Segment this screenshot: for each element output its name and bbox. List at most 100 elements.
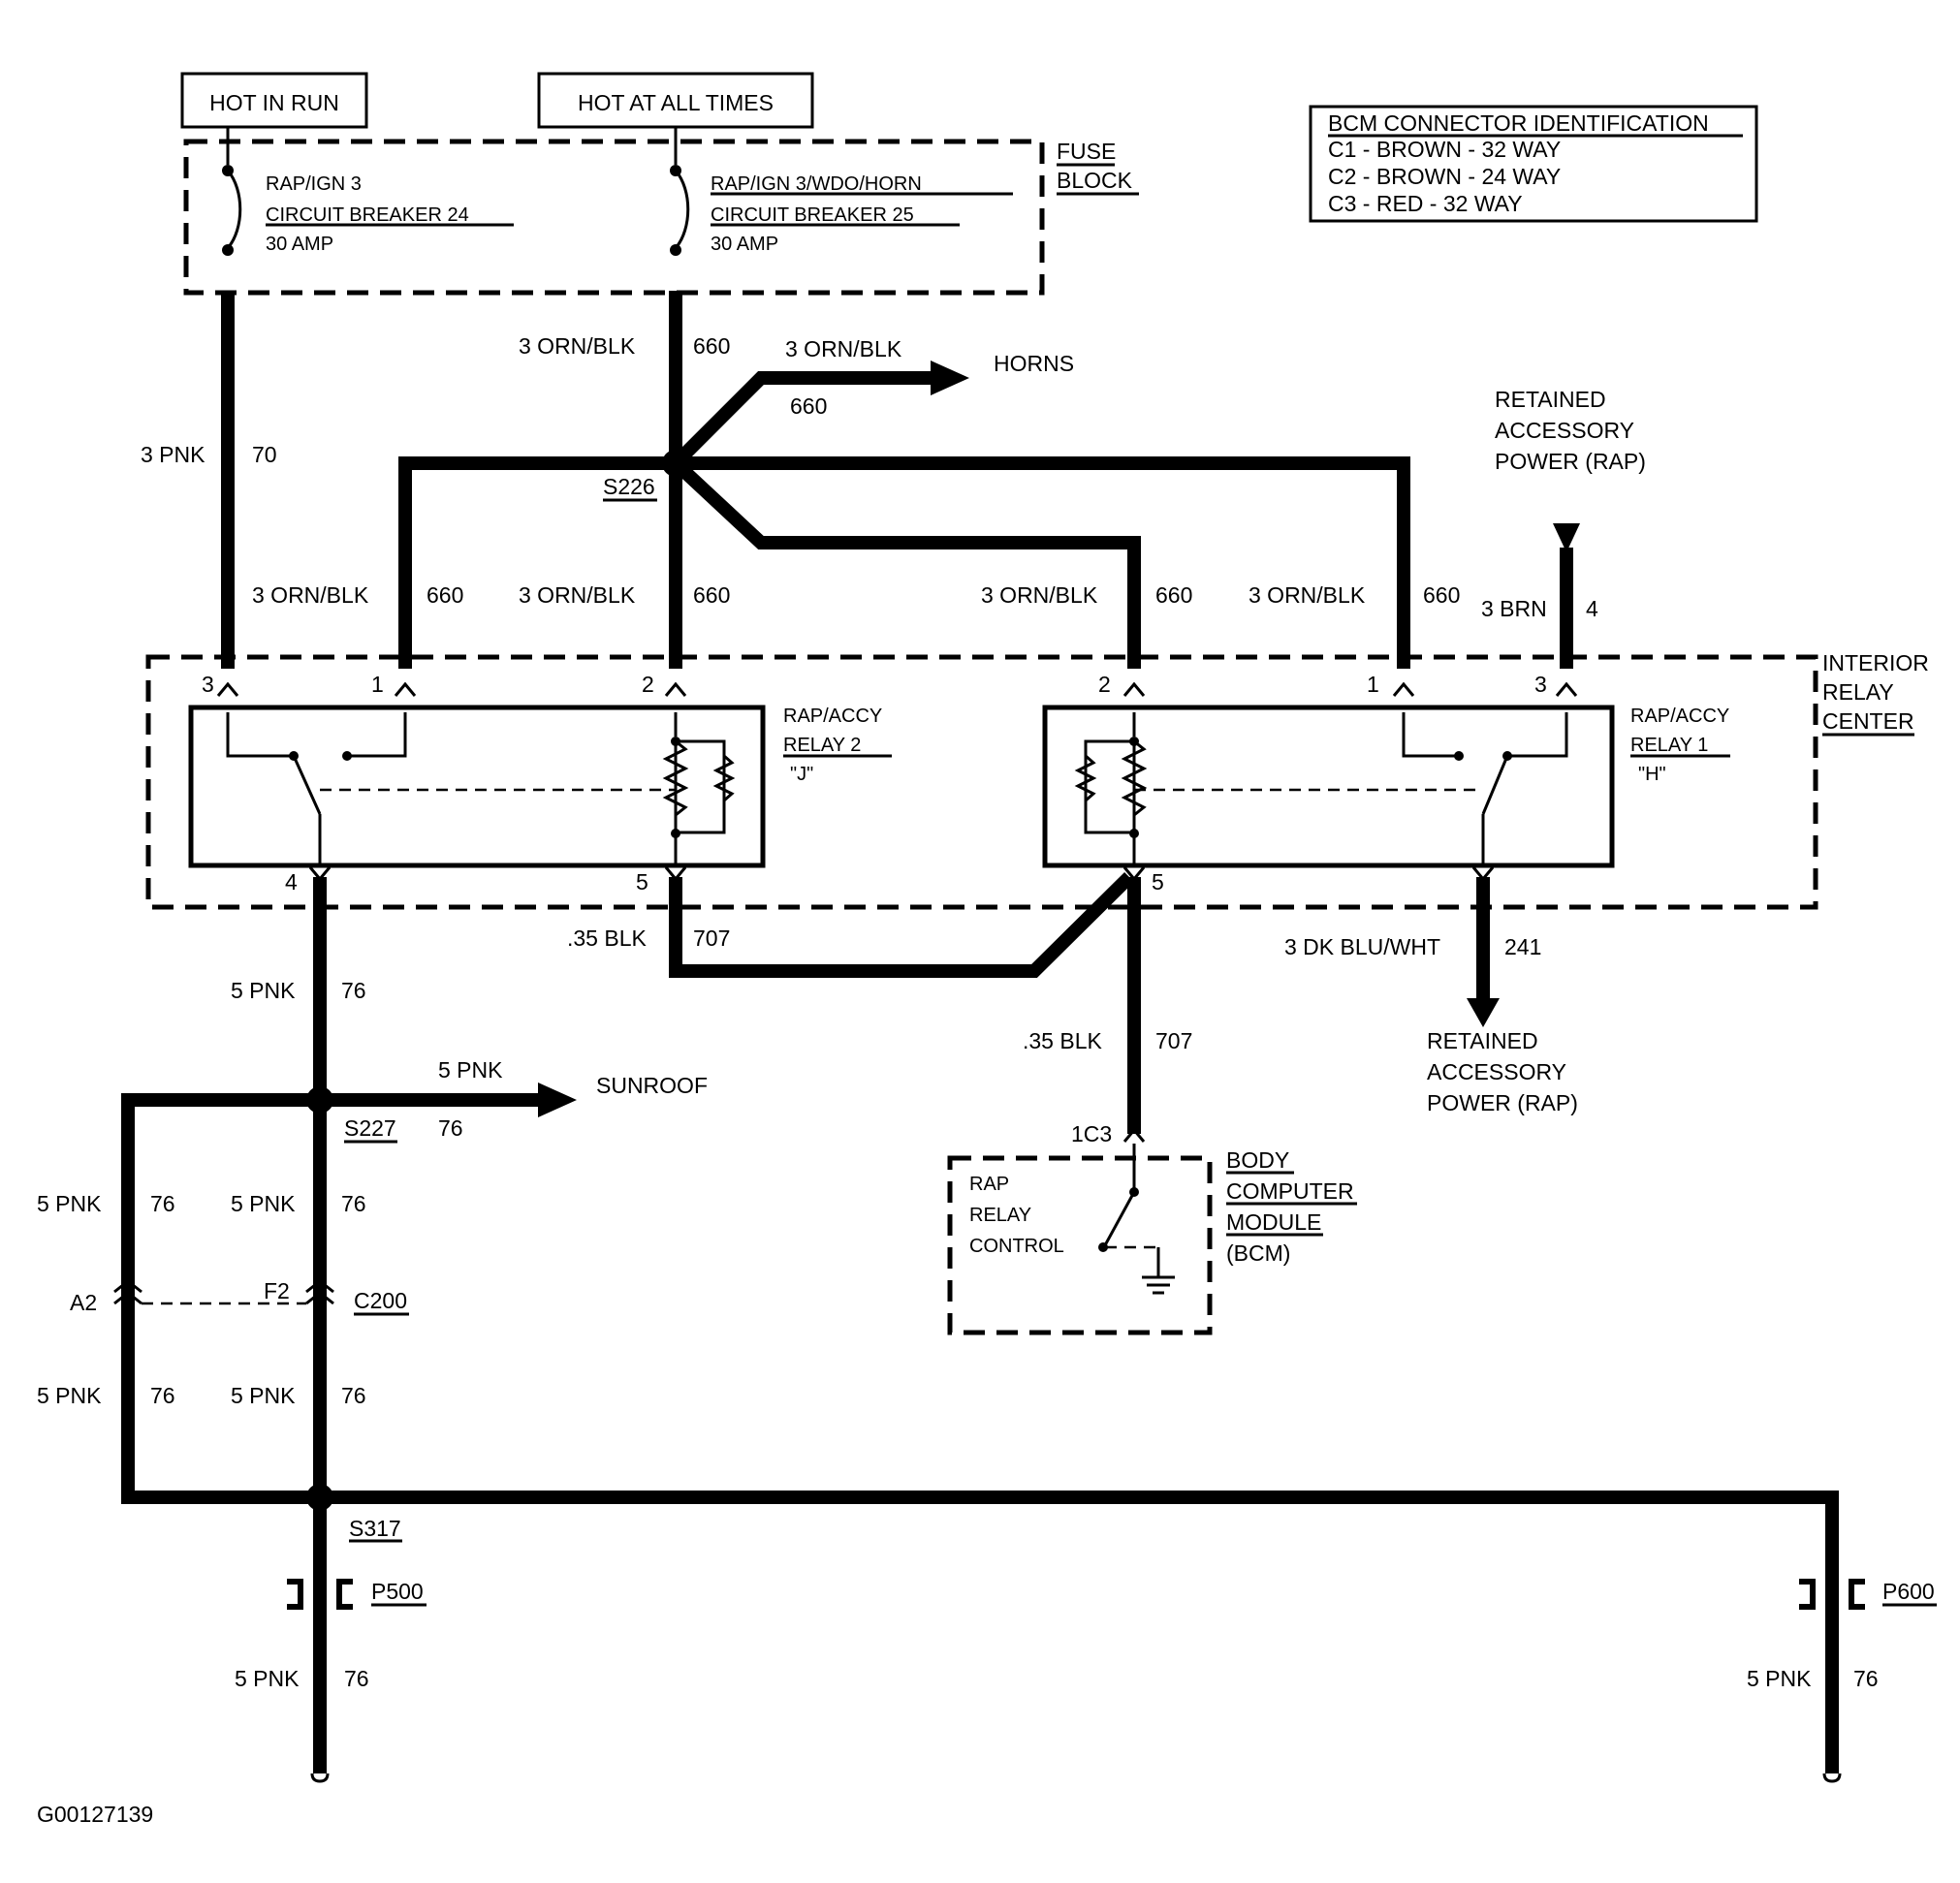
wire-76-top-number: 76 <box>341 978 366 1003</box>
connector-f2: F2 <box>264 1278 290 1303</box>
circuit-breaker-24-icon <box>222 127 242 256</box>
wire-76-left-top-number: 76 <box>150 1191 175 1216</box>
wire-660-r1p2-color: 3 ORN/BLK <box>981 582 1098 608</box>
relay1-box <box>1042 705 1615 868</box>
wire-76-p600-number: 76 <box>1853 1666 1879 1691</box>
bcm-label-3: MODULE <box>1226 1209 1321 1235</box>
relay2-line3: "J" <box>790 764 813 785</box>
wire-76-right-run <box>320 1491 1839 1773</box>
wire-660-trunk-color: 3 ORN/BLK <box>519 333 636 359</box>
wire-76-left-bottom-color: 5 PNK <box>37 1383 102 1408</box>
arrow-rap-output-icon <box>1467 998 1500 1027</box>
wire-660-relay2-pin1 <box>398 456 676 669</box>
wire-76-left-top-color: 5 PNK <box>37 1191 102 1216</box>
connector-p600: P600 <box>1882 1579 1935 1604</box>
rap-output-line2: ACCESSORY <box>1427 1059 1566 1084</box>
relay2-line2: RELAY 2 <box>783 735 861 756</box>
bcm-label-1: BODY <box>1226 1147 1289 1173</box>
relay1-pin3: 3 <box>1534 672 1547 697</box>
wire-707-link <box>669 872 1134 978</box>
cb25-line2: CIRCUIT BREAKER 25 <box>711 204 914 226</box>
circuit-breaker-25-icon <box>670 127 690 256</box>
hot-in-run-label: HOT IN RUN <box>209 90 339 115</box>
bcm-connector-id-box <box>1309 105 1758 223</box>
relay2-switch-icon <box>226 712 676 867</box>
wire-76-p600-color: 5 PNK <box>1747 1666 1812 1691</box>
wire-660-horns <box>671 371 935 468</box>
bcm-inner-1: RAP <box>969 1174 1009 1195</box>
bcm-pin-chevron <box>1122 1127 1146 1143</box>
rap-input-arrow-icon <box>1553 523 1580 552</box>
relay-pin-chevrons <box>216 681 1578 882</box>
wire-660-r2p1-number: 660 <box>427 582 463 608</box>
wire-70-number: 70 <box>252 442 277 467</box>
bcm-connector-id-c3: C3 - RED - 32 WAY <box>1328 191 1523 216</box>
wire-76-mid-top-color: 5 PNK <box>231 1191 296 1216</box>
connector-a2: A2 <box>70 1290 97 1315</box>
relay2-line1: RAP/ACCY <box>783 706 882 727</box>
relay2-pin4: 4 <box>285 869 298 894</box>
wire-707-bcm-number: 707 <box>1155 1028 1192 1053</box>
wire-76-mid-bottom-color: 5 PNK <box>231 1383 296 1408</box>
rap-input-line2: ACCESSORY <box>1495 418 1634 443</box>
fuse-block-label-1: FUSE <box>1057 139 1116 164</box>
relay1-line3: "H" <box>1638 764 1666 785</box>
p600-connector-icon <box>1799 1579 1865 1610</box>
wire-end-right-icon <box>1822 1773 1842 1783</box>
splice-s226-label: S226 <box>603 474 655 499</box>
bcm-inner-2: RELAY <box>969 1205 1031 1226</box>
relay2-box <box>188 705 766 868</box>
relay1-line2: RELAY 1 <box>1630 735 1708 756</box>
hot-in-run-box <box>180 72 368 129</box>
bcm-connector-id-c2: C2 - BROWN - 24 WAY <box>1328 164 1561 189</box>
figure-id: G00127139 <box>37 1802 153 1827</box>
wire-707-link-number: 707 <box>693 926 730 951</box>
wire-4-number: 4 <box>1586 596 1598 621</box>
relay1-pin2: 2 <box>1098 672 1111 697</box>
destination-horns: HORNS <box>994 351 1074 376</box>
connector-c200: C200 <box>354 1288 407 1313</box>
fuse-block-label-2: BLOCK <box>1057 168 1133 193</box>
wire-660-r2p1-color: 3 ORN/BLK <box>252 582 369 608</box>
bcm-pin-1c3: 1C3 <box>1071 1121 1112 1146</box>
wire-241-number: 241 <box>1504 934 1541 959</box>
wire-660-r1p1-number: 660 <box>1423 582 1460 608</box>
cb24-line2: CIRCUIT BREAKER 24 <box>266 204 469 226</box>
bcm-connector-id-c1: C1 - BROWN - 32 WAY <box>1328 137 1561 162</box>
interior-relay-center-outline <box>145 654 1818 910</box>
relay-center-label-3: CENTER <box>1822 708 1914 734</box>
splice-s317-label: S317 <box>349 1516 401 1541</box>
bcm-outline <box>947 1155 1213 1335</box>
wire-76-mid-top-number: 76 <box>341 1191 366 1216</box>
wire-76-top-color: 5 PNK <box>231 978 296 1003</box>
bcm-inner-3: CONTROL <box>969 1236 1064 1257</box>
relay2-pin2: 2 <box>642 672 654 697</box>
wire-76-left-loop <box>121 1093 320 1504</box>
wire-707-link-color: .35 BLK <box>567 926 647 951</box>
wire-660-relay1-pin2 <box>671 457 1141 669</box>
connector-p500: P500 <box>371 1579 424 1604</box>
bcm-connector-id-title: BCM CONNECTOR IDENTIFICATION <box>1328 110 1709 136</box>
rap-input-line3: POWER (RAP) <box>1495 449 1646 474</box>
bcm-switch-ground-icon <box>1098 1144 1175 1295</box>
wire-horns-number: 660 <box>790 393 827 419</box>
wire-76-p500-number: 76 <box>344 1666 369 1691</box>
destination-sunroof: SUNROOF <box>596 1073 708 1098</box>
relay2-pin5: 5 <box>636 869 648 894</box>
wire-end-left-icon <box>310 1773 330 1783</box>
wire-sunroof-color: 5 PNK <box>438 1057 503 1083</box>
wire-70-color: 3 PNK <box>141 442 205 467</box>
arrow-horns-icon <box>931 361 969 395</box>
rap-input-line1: RETAINED <box>1495 387 1606 412</box>
splice-s227-label: S227 <box>344 1115 396 1141</box>
rap-output-line1: RETAINED <box>1427 1028 1538 1053</box>
relay1-pin5: 5 <box>1152 869 1164 894</box>
hot-at-all-times-label: HOT AT ALL TIMES <box>578 90 774 115</box>
hot-at-all-times-box <box>537 72 814 129</box>
bcm-label-4: (BCM) <box>1226 1240 1290 1266</box>
wire-76-p500-color: 5 PNK <box>235 1666 300 1691</box>
cb25-line1: RAP/IGN 3/WDO/HORN <box>711 173 922 195</box>
wire-horns-color: 3 ORN/BLK <box>785 336 902 361</box>
relay1-pin1: 1 <box>1367 672 1379 697</box>
